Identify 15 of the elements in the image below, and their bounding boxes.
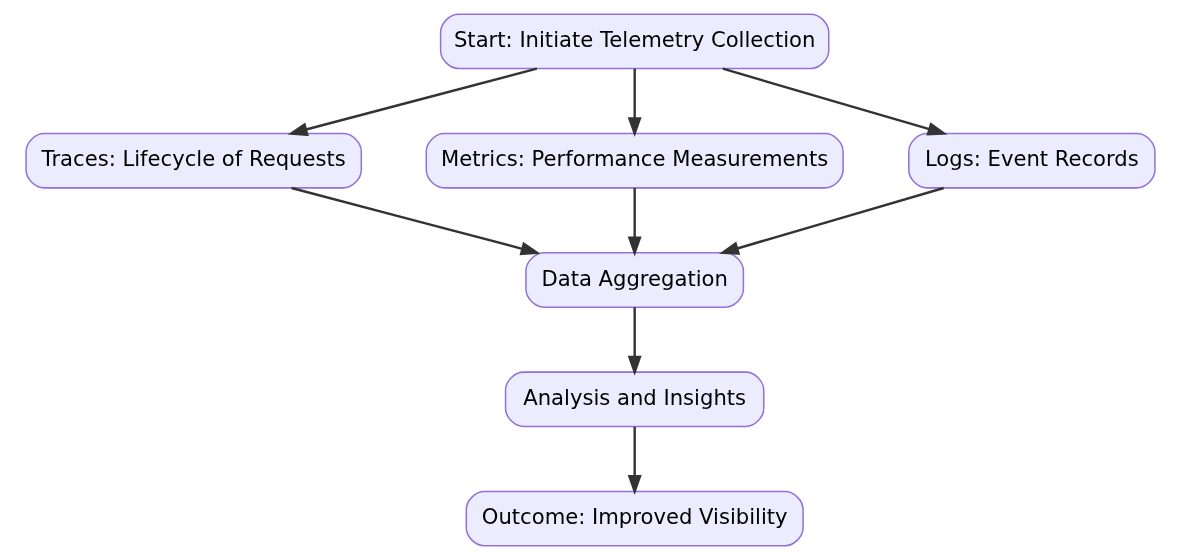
node-box: Metrics: Performance Measurements [425, 132, 844, 189]
arrow [718, 186, 944, 255]
arrow [627, 426, 642, 496]
node-box: Logs: Event Records [907, 132, 1156, 189]
arrow [627, 307, 642, 376]
arrow [287, 67, 537, 137]
node-box: Start: Initiate Telemetry Collection [439, 13, 829, 70]
arrow [627, 68, 642, 138]
node-box: Analysis and Insights [504, 371, 765, 428]
node-box: Outcome: Improved Visibility [465, 490, 804, 547]
node-box: Traces: Lifecycle of Requests [24, 132, 362, 189]
node-box: Data Aggregation [524, 252, 744, 308]
arrow [290, 186, 541, 256]
arrow [627, 188, 642, 257]
arrow [722, 67, 947, 136]
